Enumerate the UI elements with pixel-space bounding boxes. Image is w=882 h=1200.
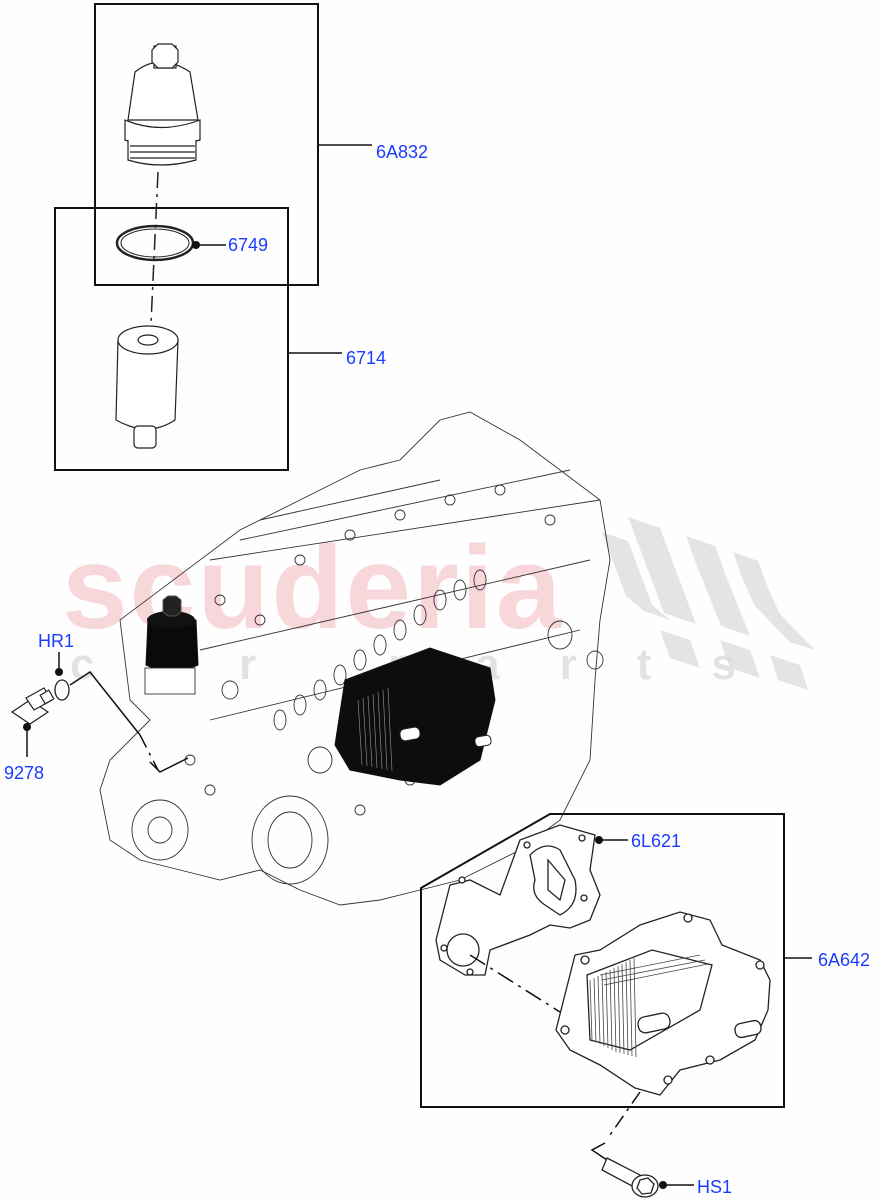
bolt-drawing: [601, 1157, 659, 1198]
installed-filter-cap: [144, 595, 199, 695]
installed-oil-cooler: [334, 647, 496, 786]
callout-HR1[interactable]: HR1: [38, 631, 75, 651]
washer-drawing: [54, 679, 70, 701]
oil-pressure-switch-drawing: [10, 687, 55, 725]
checkered-flag-watermark: [602, 517, 815, 690]
oil-filter-element-drawing: [115, 325, 179, 449]
callout-6L621[interactable]: 6L621: [631, 831, 682, 851]
oil-cooler-gasket-drawing: [435, 824, 601, 976]
oil-filter-cap-drawing: [124, 43, 201, 166]
group-box-6A642: [420, 813, 785, 1108]
callout-6A642[interactable]: 6A642: [818, 950, 871, 970]
callout-6749[interactable]: 6749: [228, 235, 269, 255]
callout-9278[interactable]: 9278: [4, 763, 45, 783]
group-box-6714: [54, 207, 289, 471]
callout-HS1[interactable]: HS1: [697, 1177, 733, 1197]
callout-6A832[interactable]: 6A832: [376, 142, 429, 162]
callout-6714[interactable]: 6714: [346, 348, 387, 368]
oil-cooler-drawing: [555, 911, 771, 1096]
